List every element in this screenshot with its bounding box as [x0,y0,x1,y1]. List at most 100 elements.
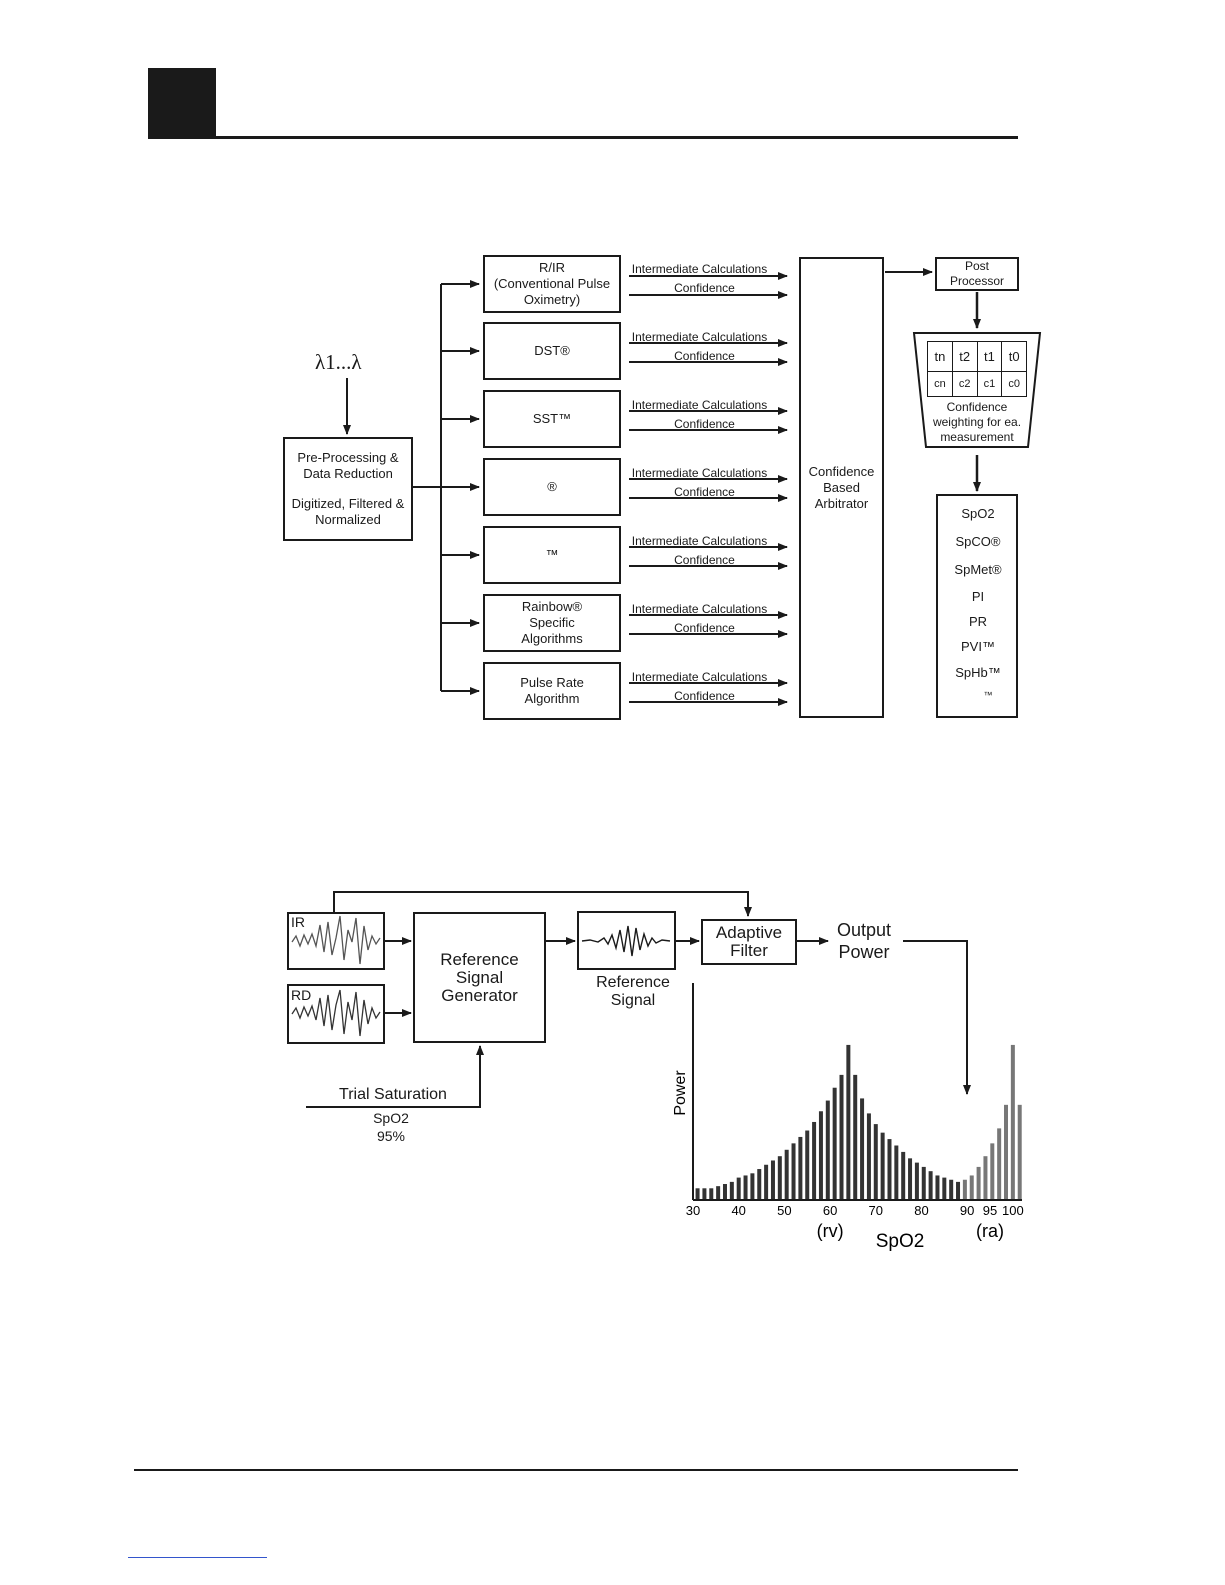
power-bar [784,1149,789,1199]
intermediate-label-4: Intermediate Calculations [631,466,768,480]
confidence-label-1: Confidence [674,281,735,295]
algorithm-box-rainbow: Rainbow® Specific Algorithms [483,594,621,652]
power-bar [818,1111,823,1199]
output-pvi: PVI™ [961,639,995,654]
weight-cell: c2 [951,371,978,397]
confidence-label-3: Confidence [674,417,735,431]
ref-gen-box: Reference Signal Generator [413,912,546,1043]
post-processor-box: Post Processor [935,257,1019,291]
algorithm-box-sst: SST™ [483,390,621,448]
wavelength-label: λ1...λ [315,350,362,374]
ref-signal-label: Reference Signal [596,974,670,1009]
power-bar [832,1087,837,1199]
power-bar [866,1113,871,1199]
power-bar [716,1186,721,1199]
power-bar [928,1171,933,1199]
power-bar [777,1156,782,1199]
weight-cell: t0 [1001,340,1027,373]
intermediate-label-5: Intermediate Calculations [631,534,768,548]
weight-caption: Confidence weighting for ea. measurement [932,400,1022,444]
algorithm-box-rir: R/IR (Conventional Pulse Oximetry) [483,255,621,313]
power-bar [750,1173,755,1199]
power-bar [942,1177,947,1199]
footer-rule [134,1469,1018,1471]
power-bar [798,1136,803,1199]
weight-cell: tn [927,340,953,373]
intermediate-label-3: Intermediate Calculations [631,398,768,412]
power-bar [976,1166,981,1199]
intermediate-label-1: Intermediate Calculations [631,262,768,276]
power-bar [853,1074,858,1199]
power-bar [908,1158,913,1199]
output-power-label: Output Power [836,920,892,962]
x-tick-label: 40 [731,1203,745,1218]
x-tick-label: 90 [960,1203,974,1218]
power-bar [983,1156,988,1199]
confidence-label-6: Confidence [674,621,735,635]
preprocess-line3: Digitized, Filtered & [291,496,405,511]
output-sphb: SpHb™ [955,665,1001,680]
power-bar [956,1181,961,1199]
power-bar [969,1175,974,1199]
diagram2-connectors [287,891,971,1108]
power-bar [887,1139,892,1199]
footer-link-underline [128,1557,267,1558]
algorithm-box-dst: DST® [483,322,621,380]
output-pr: PR [968,614,988,629]
power-bar [935,1175,940,1199]
x-axis-label: SpO2 [876,1231,925,1252]
power-bar [812,1121,817,1199]
preprocess-line2: Data Reduction [303,466,393,481]
intermediate-label-6: Intermediate Calculations [631,602,768,616]
outputs-box [936,494,1018,718]
power-bar [949,1179,954,1199]
trial-saturation-label: Trial Saturation [339,1086,447,1103]
x-tick-label: 70 [869,1203,883,1218]
power-bar [880,1132,885,1199]
output-spo2: SpO2 [961,506,995,521]
x-tick-label: 95 [983,1203,997,1218]
output-spmet: SpMet® [954,562,1002,577]
header-rule [148,136,1018,139]
power-bar [901,1151,906,1199]
weight-cell: t2 [951,340,978,373]
arbitrator-box: Confidence Based Arbitrator [799,257,884,718]
power-bar [709,1188,714,1199]
weight-cell: c0 [1001,371,1027,397]
x-tick-label: 60 [823,1203,837,1218]
intermediate-label-7: Intermediate Calculations [631,670,768,684]
algorithm-box-pulse-rate: Pulse Rate Algorithm [483,662,621,720]
power-bar [702,1188,707,1199]
trial-spo2-value: 95% [376,1128,406,1144]
adaptive-filter-box: Adaptive Filter [701,919,797,965]
weight-cell: cn [927,371,953,397]
ir-label: IR [291,914,305,930]
output-pi: PI [971,589,985,604]
confidence-label-7: Confidence [674,689,735,703]
power-bar [791,1143,796,1199]
power-bar [846,1044,851,1199]
intermediate-label-2: Intermediate Calculations [631,330,768,344]
x-tick-label: 30 [686,1203,700,1218]
peak-annotation: (rv) [817,1221,844,1241]
x-tick-label: 50 [777,1203,791,1218]
power-bar [914,1162,919,1199]
power-bar [1004,1104,1009,1199]
power-bar [1010,1044,1015,1199]
power-bar [736,1177,741,1199]
x-tick-label: 100 [1002,1203,1024,1218]
power-bar [860,1098,865,1199]
power-bar [722,1184,727,1199]
power-bar [695,1188,700,1199]
output-spco: SpCO® [955,534,1001,549]
preprocess-line1: Pre-Processing & [297,450,399,465]
weight-cell: c1 [976,371,1003,397]
power-bar [757,1169,762,1199]
x-tick-label: 80 [914,1203,928,1218]
preprocess-box: Pre-Processing & Data Reduction Digitize… [283,437,413,541]
trial-spo2-label: SpO2 [373,1110,409,1126]
algorithm-box-4: ® [483,458,621,516]
power-bar [839,1074,844,1199]
confidence-label-5: Confidence [674,553,735,567]
